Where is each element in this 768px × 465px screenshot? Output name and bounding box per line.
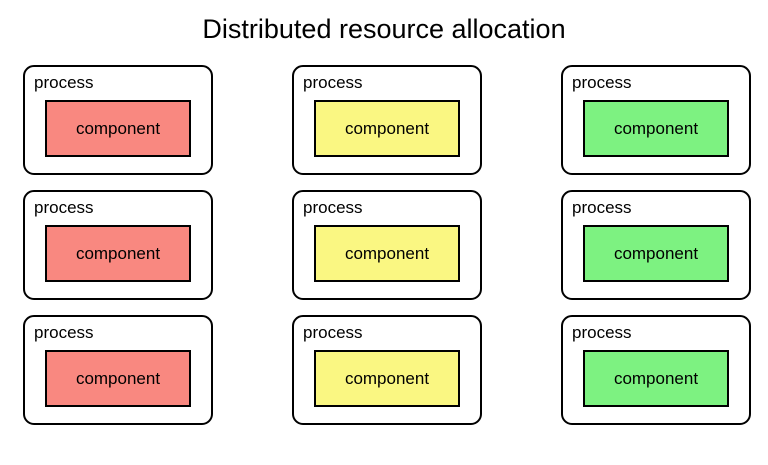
- process-label: process: [572, 323, 632, 343]
- component-label: component: [75, 243, 161, 263]
- component-label: component: [344, 118, 430, 138]
- component-box: component: [583, 350, 729, 408]
- process-box: process component: [292, 190, 482, 301]
- component-label: component: [344, 243, 430, 263]
- process-box: process component: [292, 315, 482, 426]
- component-label: component: [75, 118, 161, 138]
- component-box: component: [45, 350, 191, 408]
- process-box: process component: [23, 315, 213, 426]
- component-label: component: [613, 118, 699, 138]
- process-box: process component: [292, 65, 482, 176]
- component-box: component: [583, 100, 729, 158]
- component-box: component: [45, 225, 191, 283]
- component-label: component: [613, 368, 699, 388]
- process-grid: process component process component proc…: [23, 65, 768, 426]
- component-box: component: [314, 100, 460, 158]
- component-box: component: [45, 100, 191, 158]
- component-label: component: [344, 368, 430, 388]
- process-label: process: [572, 73, 632, 93]
- process-label: process: [34, 73, 94, 93]
- process-box: process component: [561, 190, 751, 301]
- process-box: process component: [23, 190, 213, 301]
- process-label: process: [572, 198, 632, 218]
- process-label: process: [34, 323, 94, 343]
- process-box: process component: [561, 65, 751, 176]
- component-box: component: [314, 225, 460, 283]
- process-label: process: [303, 73, 363, 93]
- diagram-title: Distributed resource allocation: [202, 14, 566, 44]
- process-box: process component: [23, 65, 213, 176]
- component-label: component: [613, 243, 699, 263]
- process-label: process: [303, 323, 363, 343]
- process-label: process: [303, 198, 363, 218]
- component-label: component: [75, 368, 161, 388]
- component-box: component: [314, 350, 460, 408]
- component-box: component: [583, 225, 729, 283]
- process-box: process component: [561, 315, 751, 426]
- process-label: process: [34, 198, 94, 218]
